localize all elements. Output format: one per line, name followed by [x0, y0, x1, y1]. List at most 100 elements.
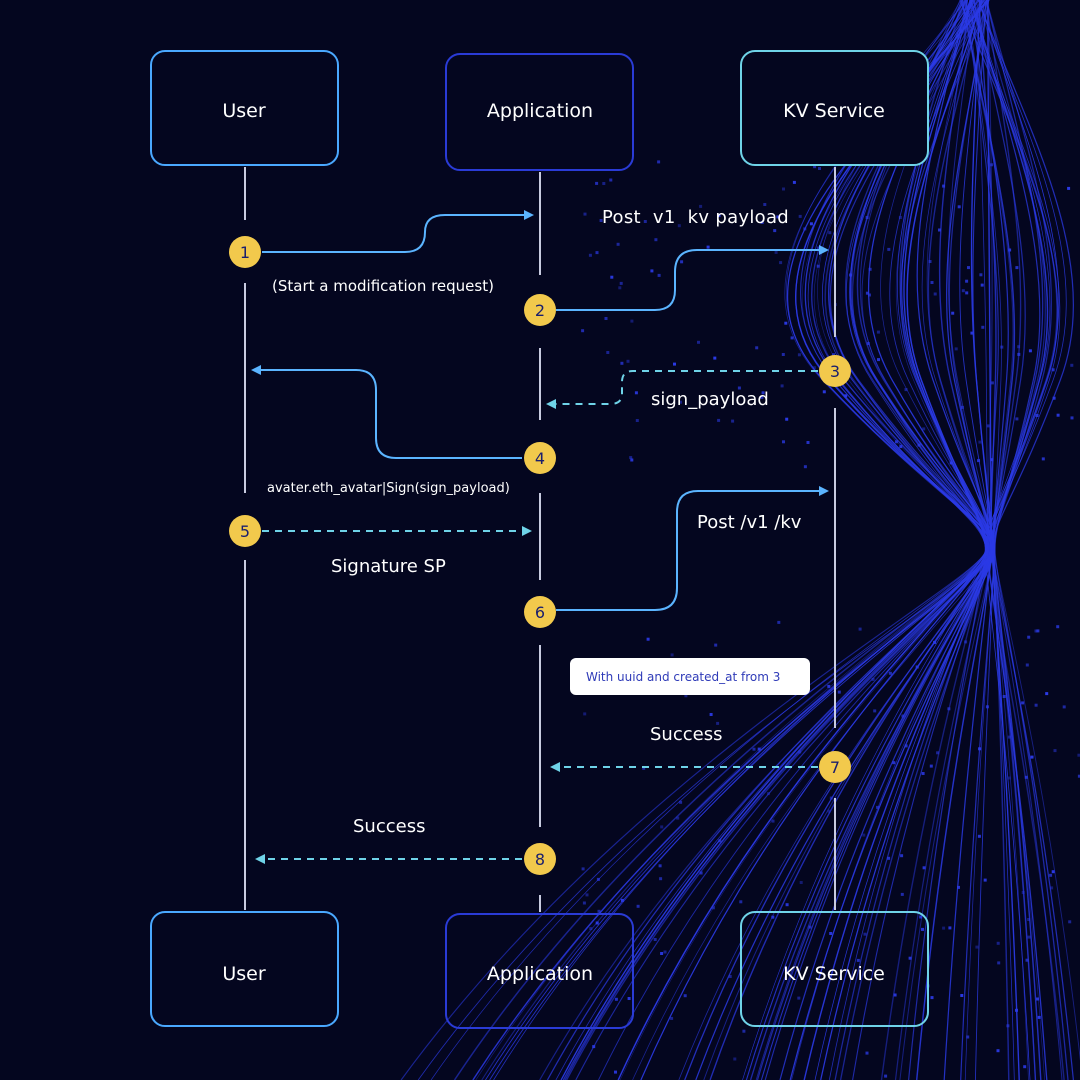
- fiber-particle: [997, 961, 1001, 965]
- fiber-strand: [756, 0, 1026, 1080]
- fiber-particle: [609, 178, 613, 182]
- fiber-particle: [1017, 345, 1021, 349]
- fiber-particle: [803, 227, 807, 231]
- fiber-particle: [643, 220, 647, 223]
- fiber-particle: [1006, 1024, 1010, 1028]
- fiber-particle: [990, 163, 994, 167]
- step-marker-6: 6: [524, 596, 556, 628]
- fiber-particle: [1028, 349, 1032, 353]
- fiber-particle: [901, 714, 905, 718]
- fiber-particle: [1045, 692, 1049, 696]
- fiber-particle: [818, 167, 821, 170]
- fiber-particle: [785, 903, 789, 907]
- arrow-step-4: [251, 365, 522, 459]
- fiber-particle: [809, 222, 813, 226]
- fiber-particle: [1077, 774, 1080, 778]
- fiber-particle: [1077, 753, 1080, 757]
- fiber-particle: [871, 677, 875, 681]
- fiber-particle: [877, 358, 880, 362]
- fiber-particle: [760, 395, 764, 399]
- label-avatar-sign: avater.eth_avatar|Sign(sign_payload): [267, 481, 510, 496]
- fiber-particle: [1051, 870, 1055, 874]
- fiber-particle: [888, 671, 892, 675]
- fiber-strand: [970, 0, 1020, 1080]
- fiber-strand: [947, 0, 1063, 1080]
- fiber-particle: [642, 766, 646, 770]
- fiber-particle: [919, 915, 923, 919]
- fiber-particle: [813, 165, 817, 169]
- fiber-particle: [737, 386, 741, 390]
- fiber-particle: [581, 867, 585, 871]
- fiber-particle: [938, 228, 941, 232]
- label-sign-payload: sign_payload: [651, 389, 769, 410]
- fiber-particle: [812, 366, 816, 370]
- fiber-particle: [629, 456, 633, 460]
- fiber-strand: [856, 0, 1010, 1080]
- fiber-particle: [760, 220, 764, 224]
- fiber-particle: [966, 1035, 970, 1039]
- fiber-particle: [960, 994, 964, 997]
- fiber-particle: [595, 921, 599, 925]
- fiber-particle: [792, 180, 796, 184]
- fiber-particle: [653, 938, 657, 941]
- fiber-particle: [1052, 396, 1056, 400]
- fiber-particle: [706, 245, 710, 249]
- step-number-5: 5: [240, 522, 250, 541]
- fiber-particle: [816, 246, 820, 250]
- fiber-particle: [771, 915, 775, 919]
- fiber-strand: [926, 0, 1080, 1062]
- fiber-particle: [697, 340, 700, 344]
- fiber-particle: [1030, 755, 1034, 759]
- fiber-particle: [985, 705, 989, 709]
- fiber-particle: [620, 361, 624, 365]
- label-start-request: (Start a modification request): [272, 277, 494, 295]
- fiber-particle: [583, 212, 587, 216]
- fiber-particle: [1021, 891, 1025, 894]
- actor-application-bottom: Application: [445, 913, 634, 1029]
- fiber-particle: [865, 216, 869, 219]
- fiber-particle: [731, 419, 735, 423]
- fiber-particle: [620, 898, 624, 902]
- fiber-particle: [782, 440, 785, 444]
- fiber-particle: [634, 391, 638, 395]
- fiber-particle: [808, 925, 812, 929]
- step-marker-3: 3: [819, 355, 851, 387]
- fiber-particle: [816, 264, 820, 268]
- fiber-particle: [1053, 749, 1057, 753]
- fiber-particle: [876, 805, 879, 809]
- fiber-particle: [981, 325, 985, 329]
- fiber-particle: [983, 878, 987, 882]
- fiber-particle: [965, 291, 969, 295]
- fiber-particle: [784, 321, 788, 325]
- fiber-particle: [1056, 625, 1060, 629]
- fiber-particle: [900, 892, 904, 896]
- fiber-particle: [829, 796, 833, 800]
- fiber-particle: [761, 391, 765, 395]
- fiber-particle: [799, 881, 803, 884]
- fiber-particle: [933, 640, 937, 644]
- fiber-particle: [679, 400, 682, 404]
- fiber-particle: [978, 440, 982, 444]
- fiber-particle: [828, 231, 832, 235]
- fiber-particle: [827, 809, 831, 813]
- fiber-particle: [733, 1057, 737, 1061]
- fiber-strand: [977, 0, 1075, 1080]
- actor-application-bottom-label: Application: [487, 963, 593, 985]
- fiber-particle: [933, 292, 937, 296]
- arrow-step-1: [262, 210, 534, 253]
- fiber-particle: [650, 269, 654, 273]
- fiber-particle: [900, 854, 904, 858]
- fiber-particle: [961, 289, 965, 293]
- fiber-strand: [560, 0, 987, 1080]
- fiber-strand: [489, 0, 993, 1080]
- step-marker-4: 4: [524, 442, 556, 474]
- fiber-strand: [749, 0, 995, 1080]
- fiber-strand: [943, 0, 992, 1080]
- step-number-8: 8: [535, 850, 545, 869]
- step-marker-2: 2: [524, 294, 556, 326]
- fiber-particle: [670, 653, 674, 657]
- arrow-step-3: [546, 370, 818, 409]
- fiber-strand: [960, 0, 1041, 1080]
- fiber-particle: [716, 721, 720, 725]
